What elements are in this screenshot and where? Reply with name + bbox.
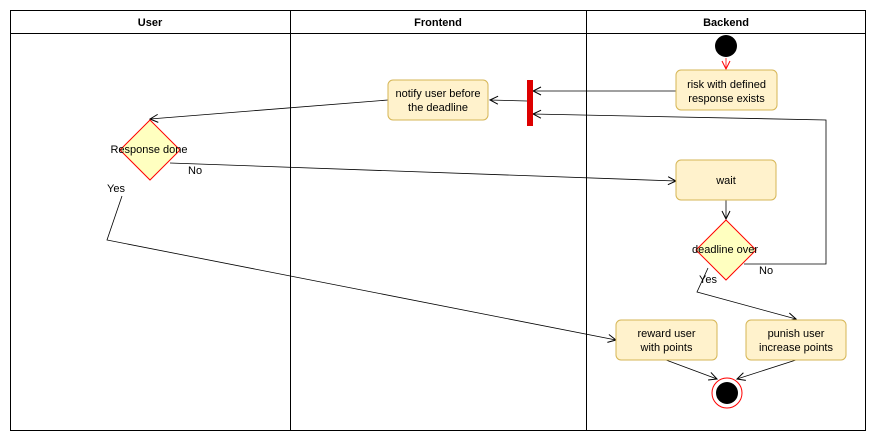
edge-response-yes-to-reward bbox=[106, 195, 616, 340]
decision-response-label: Response done bbox=[110, 144, 187, 156]
fork-bar bbox=[527, 80, 533, 126]
edge-response-no-to-wait bbox=[169, 162, 676, 181]
activity-notify: notify user before the deadline bbox=[387, 79, 489, 121]
edge-fork-to-notify bbox=[490, 100, 528, 101]
activity-notify-line-1: notify user before bbox=[396, 88, 481, 100]
lane-title-frontend: Frontend bbox=[414, 17, 462, 29]
activity-punish-line-2: increase points bbox=[759, 342, 833, 354]
edge-label-deadline-no: No bbox=[759, 265, 773, 277]
end-node bbox=[711, 377, 743, 409]
activity-wait: wait bbox=[675, 159, 777, 201]
activity-punish-line-1: punish user bbox=[768, 328, 825, 340]
edge-deadline-yes-to-punish bbox=[696, 267, 796, 319]
start-node bbox=[715, 35, 737, 57]
edge-deadline-no-to-fork bbox=[533, 114, 827, 265]
edge-notify-to-response bbox=[150, 99, 389, 119]
activity-punish: punish user increase points bbox=[745, 319, 847, 361]
activity-wait-label: wait bbox=[715, 175, 736, 187]
activity-reward-line-2: with points bbox=[640, 342, 693, 354]
decision-response-done: Response done bbox=[110, 119, 188, 181]
edge-label-response-yes: Yes bbox=[107, 183, 125, 195]
edge-punish-to-end bbox=[737, 359, 797, 379]
activity-reward: reward user with points bbox=[615, 319, 718, 361]
edges bbox=[106, 58, 827, 379]
edge-reward-to-end bbox=[665, 359, 717, 379]
edge-label-response-no: No bbox=[188, 165, 202, 177]
activity-risk: risk with defined response exists bbox=[675, 69, 778, 111]
decision-deadline-over: deadline over bbox=[692, 219, 758, 281]
edge-label-deadline-yes: Yes bbox=[699, 274, 717, 286]
decision-deadline-label: deadline over bbox=[692, 244, 758, 256]
lane-title-backend: Backend bbox=[703, 17, 749, 29]
activity-notify-line-2: the deadline bbox=[408, 102, 468, 114]
activity-risk-line-1: risk with defined bbox=[687, 79, 766, 91]
activity-reward-line-1: reward user bbox=[637, 328, 695, 340]
activity-risk-line-2: response exists bbox=[688, 93, 765, 105]
lane-title-user: User bbox=[138, 17, 163, 29]
